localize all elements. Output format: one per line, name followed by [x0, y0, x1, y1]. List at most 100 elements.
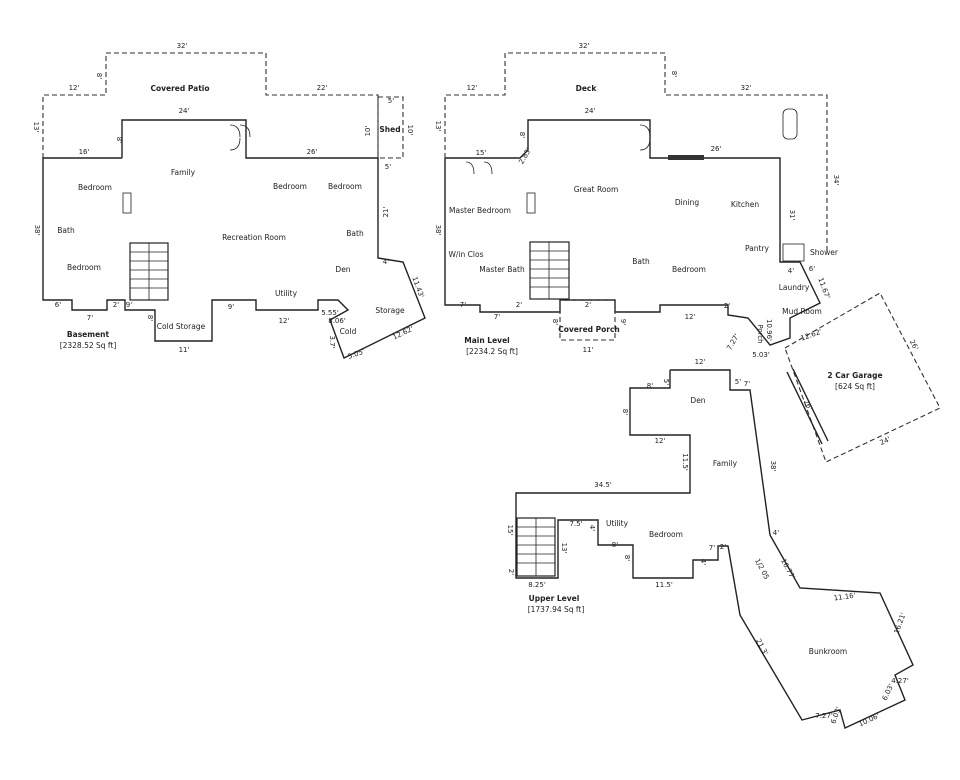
dimension-label: 24' — [179, 107, 190, 115]
dimension-label: 26' — [908, 338, 920, 351]
dimension-label: 2.83' — [517, 146, 533, 165]
bath-label: Bath — [57, 226, 75, 235]
dimension-label: 38' — [434, 225, 442, 236]
dimension-label: 7' — [460, 301, 466, 309]
dimension-label: 11' — [583, 346, 594, 354]
dimension-label: 16.21' — [893, 612, 908, 635]
dimension-label: 8' — [623, 555, 631, 561]
dimension-label: 13' — [32, 122, 40, 133]
dimension-label: 6' — [55, 301, 61, 309]
shower-label: Shower — [810, 248, 839, 257]
dimension-label: 8' — [612, 541, 618, 549]
dimension-label: 11.5' — [655, 581, 673, 589]
bedroom-label: Bedroom — [649, 530, 683, 539]
dimension-label: 4' — [773, 529, 779, 537]
dimension-label: 2' — [724, 302, 730, 310]
dimension-label: 31' — [788, 210, 796, 221]
bedroom-label: Bedroom — [78, 183, 112, 192]
dimension-label: 11' — [179, 346, 190, 354]
dimension-label: 12' — [695, 358, 706, 366]
dimension-label: 6' — [809, 265, 815, 273]
family-label: Family — [713, 459, 738, 468]
dimension-label: 8' — [115, 137, 123, 143]
dimension-label: 5.05' — [347, 347, 366, 361]
bedroom-label: Bedroom — [328, 182, 362, 191]
dimension-label: 2' — [585, 301, 591, 309]
bath-label: Bath — [346, 229, 364, 238]
dimension-label: 32' — [579, 42, 590, 50]
dimension-label: 11.67' — [816, 277, 831, 300]
dimension-label: 16' — [79, 148, 90, 156]
covered-porch-outline — [559, 299, 616, 341]
upper-exterior-walls — [515, 369, 914, 729]
dimension-label: 7' — [87, 314, 93, 322]
storage-label: Storage — [375, 306, 405, 315]
dimension-label: 6.03' — [881, 682, 896, 701]
dimension-label: 3.7' — [328, 335, 336, 348]
pantry-label: Pantry — [745, 244, 770, 253]
deck-label: Deck — [576, 84, 598, 93]
dimension-label: 5' — [662, 379, 670, 385]
dimension-label: 4' — [383, 258, 389, 266]
upper-level-plan: Den Family Utility Bedroom Bunkroom Uppe… — [506, 358, 914, 729]
dimension-label: 5' — [385, 163, 391, 171]
garage-door — [786, 371, 823, 445]
family-label: Family — [171, 168, 196, 177]
dimension-label: 7' — [494, 313, 500, 321]
mud-room-label: Mud Room — [782, 307, 822, 316]
dimension-label: 21' — [382, 207, 390, 218]
dimension-label: 5' — [388, 97, 394, 105]
dimension-label: 7' — [709, 544, 715, 552]
walk-in-closet-label: W/in Clos — [449, 250, 484, 259]
bedroom-label: Bedroom — [67, 263, 101, 272]
dimension-label: 7' — [744, 380, 750, 388]
den-label: Den — [335, 265, 350, 274]
dimension-label: 10.96' — [765, 319, 773, 341]
dimension-label: 26' — [307, 148, 318, 156]
cold-label: Cold — [340, 327, 357, 336]
dimension-label: 13' — [434, 121, 442, 132]
covered-patio-outline — [42, 52, 379, 158]
recreation-room-label: Recreation Room — [222, 233, 286, 242]
dimension-label: 12' — [685, 313, 696, 321]
porch-label: Porch — [756, 324, 764, 343]
dimension-label: 11.5' — [681, 453, 689, 471]
dimension-label: 32' — [177, 42, 188, 50]
dimension-label: 13' — [560, 543, 568, 554]
dimension-label: 5' — [735, 378, 741, 386]
upper-level-title: Upper Level — [529, 594, 580, 603]
dimension-label: 10' — [406, 125, 414, 136]
garage-plan: 2 Car Garage [624 Sq ft] 26' 26' 24' — [784, 292, 941, 463]
dimension-label: 4' — [699, 559, 707, 565]
dimension-label: 10' — [364, 126, 372, 137]
great-room-label: Great Room — [574, 185, 619, 194]
main-level-plan: Deck Master Bedroom Great Room Dining Ki… — [434, 42, 840, 359]
dimension-label: 8' — [670, 71, 678, 77]
utility-label: Utility — [275, 289, 298, 298]
basement-sqft: [2328.52 Sq ft] — [60, 341, 117, 350]
covered-patio-label: Covered Patio — [150, 84, 209, 93]
dimension-label: 22' — [317, 84, 328, 92]
dimension-label: 5.55' — [321, 309, 339, 317]
dimension-label: 5.03' — [752, 351, 770, 359]
dimension-label: 4' — [588, 525, 596, 531]
main-level-title: Main Level — [464, 336, 509, 345]
basement-title: Basement — [67, 330, 110, 339]
dimension-label: 12.62' — [392, 325, 415, 342]
dimension-label: 2' — [507, 569, 515, 575]
dimension-label: 12' — [279, 317, 290, 325]
dimension-label: 15' — [506, 525, 514, 536]
master-bath-label: Master Bath — [479, 265, 525, 274]
dimension-label: 21.3' — [754, 637, 769, 656]
bedroom-label: Bedroom — [273, 182, 307, 191]
dimension-label: 38' — [769, 461, 777, 472]
dimension-label: 9' — [126, 301, 132, 309]
dimension-label: 12' — [467, 84, 478, 92]
dimension-label: 38' — [33, 225, 41, 236]
dimension-label: 8' — [647, 382, 653, 390]
dimension-label: 1/2 05 — [753, 557, 771, 581]
dimension-label: 8' — [518, 132, 526, 138]
main-level-sqft: [2234.2 Sq ft] — [466, 347, 518, 356]
basement-dimensions: 32' 12' 8' 22' 5' 13' 24' 16' 8' 26' 10'… — [32, 42, 425, 361]
